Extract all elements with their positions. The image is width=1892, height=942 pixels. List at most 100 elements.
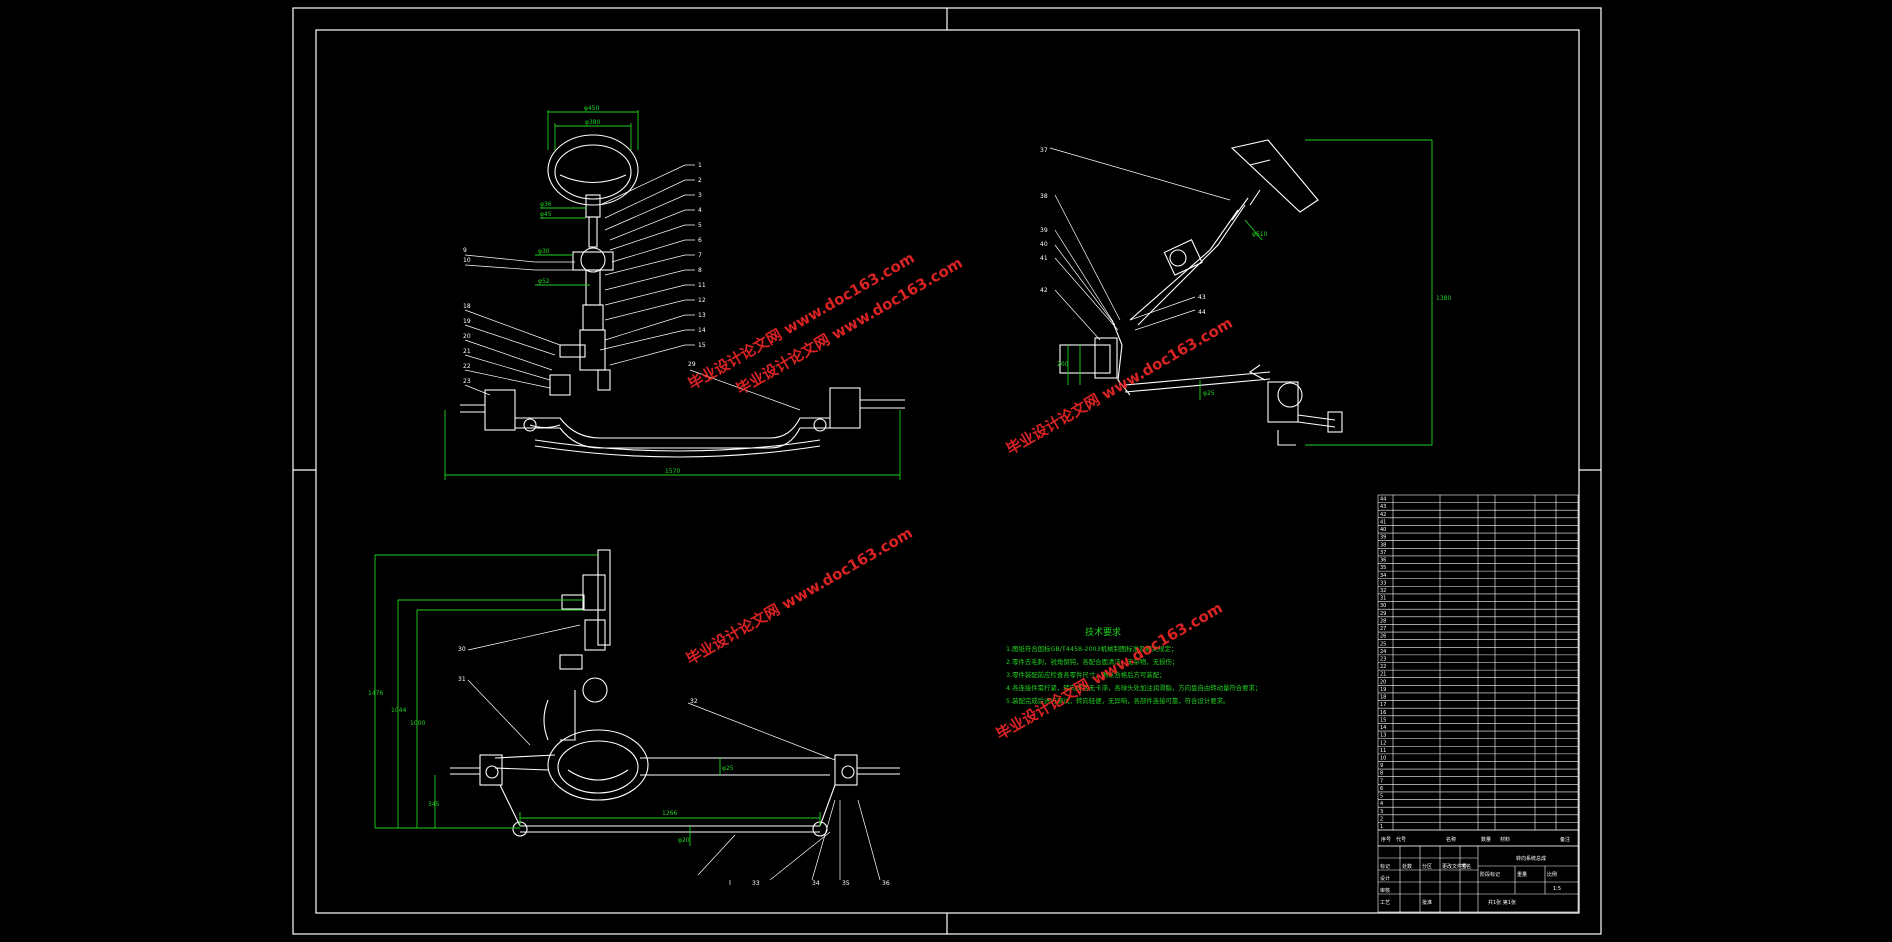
bom-row-number: 1 [1380,824,1383,830]
watermark-3: 毕业设计论文网 www.doc163.com [683,524,916,669]
tb-title: 转向系统总成 [1516,855,1546,862]
callout-22: 22 [463,363,471,370]
callout-44: 44 [1198,309,1206,316]
dim-track-width: 1570 [665,468,680,475]
bom-row-number: 38 [1380,542,1386,548]
bom-row-number: 33 [1380,580,1386,586]
bom-row-number: 13 [1380,733,1386,739]
callout-15: 15 [698,342,706,349]
bom-header-qty: 数量 [1481,836,1491,843]
bom-row-number: 18 [1380,695,1386,701]
tb-stage: 阶段标记 [1480,871,1500,878]
callout-7: 7 [698,252,702,259]
callout-10: 10 [463,257,471,264]
callout-1: 1 [698,162,702,169]
tb-scale: 1:5 [1553,886,1561,892]
bom-row-number: 27 [1380,626,1386,632]
bom-row-number: 17 [1380,702,1386,708]
title-block: 1234567891011121314151617181920212223242… [1377,494,1579,913]
note-5: 5.装配完成后进行调试，转向轻便，无异响，各部件连接可靠，符合设计要求。 [1006,696,1229,705]
dim-side-small: φ510 [1252,231,1268,238]
bom-header-remark: 备注 [1560,836,1570,843]
note-3: 3.零件装配前应检查各零件尺寸，确认合格后方可装配； [1006,670,1165,679]
dim-side-low: 200 [1057,361,1069,368]
bom-row-number: 7 [1380,778,1383,784]
tb-col-zone: 分区 [1422,863,1432,870]
watermark-5: 毕业设计论文网 www.doc163.com [733,254,966,399]
bom-row-number: 5 [1380,794,1383,800]
bom-row-number: 11 [1380,748,1386,754]
technical-notes: 技术要求 1.图纸符合国标GB/T4458-2003机械制图标准及相关规定； 2… [1006,626,1261,705]
callout-33: 33 [752,880,760,887]
bom-row-number: 12 [1380,740,1386,746]
callout-14: 14 [698,327,706,334]
bom-row-number: 23 [1380,657,1386,663]
bom-row-number: 24 [1380,649,1386,655]
callout-29: 29 [688,361,696,368]
bom-row-number: 32 [1380,588,1386,594]
side-view-steering-assembly: 37 38 39 40 41 42 43 44 1380 φ510 200 φ2… [1040,139,1451,446]
tb-weight: 重量 [1517,871,1527,878]
dim-shaft-b: φ45 [540,211,552,218]
dim-rod-dia2: φ25 [722,765,734,772]
bom-row-number: 16 [1380,710,1386,716]
bom-row-number: 40 [1380,527,1386,533]
callout-39: 39 [1040,227,1048,234]
tb-sheet: 共1张 第1张 [1488,899,1516,906]
bom-row-number: 25 [1380,641,1386,647]
callout-19: 19 [463,318,471,325]
dim-plan-height-total: 1476 [368,690,383,697]
bom-row-number: 41 [1380,519,1386,525]
callout-4: 4 [698,207,702,214]
bom-row-number: 37 [1380,550,1386,556]
note-2: 2.零件去毛刺，锐角倒钝，各配合面清洁，无杂物，无损伤； [1006,657,1178,666]
watermark-1: 毕业设计论文网 www.doc163.com [685,249,918,394]
bom-header-name: 名称 [1446,836,1456,843]
bom-row-number: 19 [1380,687,1386,693]
callout-11: 11 [698,282,706,289]
callout-32: 32 [690,698,698,705]
callout-6: 6 [698,237,702,244]
bom-row-number: 22 [1380,664,1386,670]
bom-row-number: 28 [1380,618,1386,624]
bom-row-number: 26 [1380,634,1386,640]
bom-header-no: 序号 [1381,836,1391,843]
callout-5: 5 [698,222,702,229]
callout-43: 43 [1198,294,1206,301]
dim-rod-dia3: φ20 [678,837,690,844]
dim-plan-height-mid: 1044 [391,707,406,714]
dim-wheel-inner: φ380 [585,119,601,126]
callout-2: 2 [698,177,702,184]
tb-col-mark: 标记 [1380,863,1390,870]
callout-35: 35 [842,880,850,887]
callout-40: 40 [1040,241,1048,248]
callout-42: 42 [1040,287,1048,294]
dim-plan-height-low: 345 [428,801,440,808]
dim-shaft-a: φ36 [540,201,552,208]
dim-rod-dia: φ25 [1203,390,1215,397]
note-4: 4.各连接件需拧紧，转向灵活无卡滞，各球头处加注润滑脂，方向盘自由转动量符合要求… [1006,683,1261,692]
dim-shaft-c: φ30 [538,248,550,255]
bom-header-material: 材料 [1500,836,1510,843]
callout-8: 8 [698,267,702,274]
tb-col-change: 更改文件号 [1442,863,1467,870]
bom-row-number: 2 [1380,816,1383,822]
watermarks: 毕业设计论文网 www.doc163.com 毕业设计论文网 www.doc16… [683,249,1236,744]
notes-heading: 技术要求 [1085,626,1121,638]
tb-role-approve: 批准 [1422,899,1432,906]
bom-row-number: 43 [1380,504,1386,510]
note-1: 1.图纸符合国标GB/T4458-2003机械制图标准及相关规定； [1006,644,1177,653]
dim-plan-rod: 1266 [662,810,677,817]
bom-row-number: 14 [1380,725,1386,731]
callout-38: 38 [1040,193,1048,200]
tb-role-check: 审核 [1380,887,1390,894]
callout-41: 41 [1040,255,1048,262]
callout-21: 21 [463,348,471,355]
bom-row-number: 31 [1380,596,1386,602]
bom-row-number: 30 [1380,603,1386,609]
bom-row-number: 4 [1380,801,1383,807]
bom-header-code: 代号 [1396,836,1406,843]
bom-table: 1234567891011121314151617181920212223242… [1377,494,1579,831]
dim-shaft-d: φ52 [538,278,550,285]
